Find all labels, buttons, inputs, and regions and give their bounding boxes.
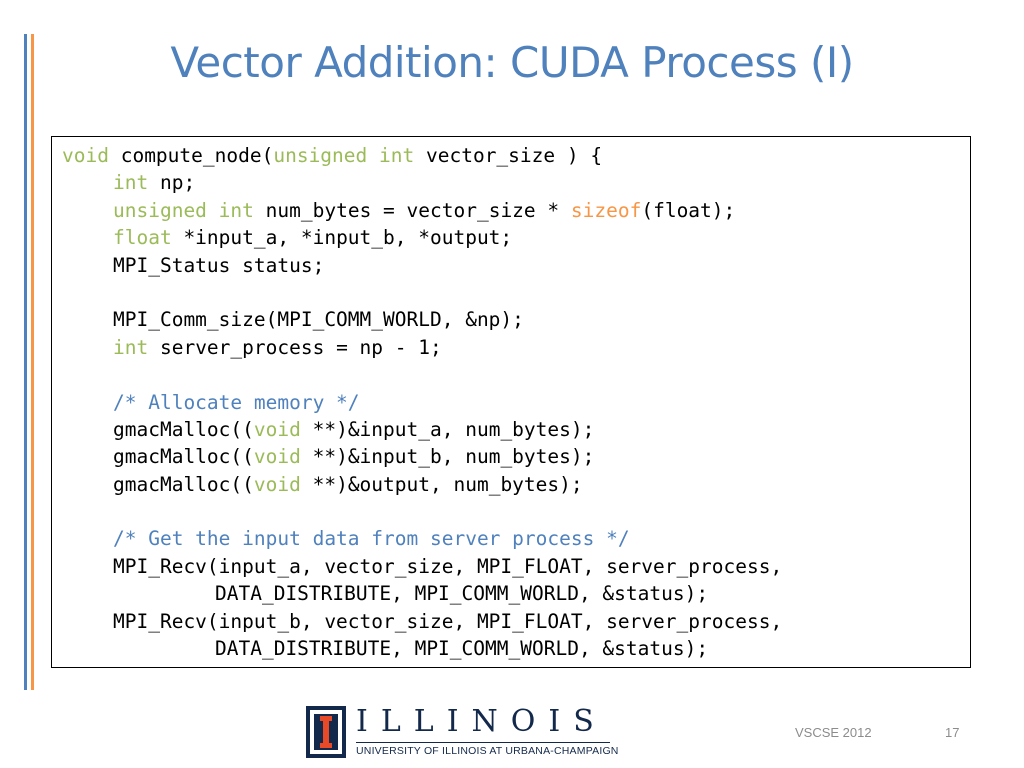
code-keyword: unsigned [273,144,368,167]
code-text: MPI_Comm_size(MPI_COMM_WORLD, &np); [113,308,524,332]
footer-event: VSCSE 2012 [795,725,872,740]
code-line: DATA_DISTRIBUTE, MPI_COMM_WORLD, &status… [62,635,782,662]
code-line [62,498,782,525]
accent-bar-orange [31,34,34,690]
code-comment: /* Allocate memory */ [113,390,360,414]
code-lines: void compute_node(unsigned int vector_si… [62,142,782,662]
logo-subtitle: UNIVERSITY OF ILLINOIS AT URBANA-CHAMPAI… [356,745,619,757]
code-block: void compute_node(unsigned int vector_si… [51,136,971,668]
code-line: MPI_Comm_size(MPI_COMM_WORLD, &np); [62,306,782,333]
page-number: 17 [945,725,960,740]
code-text: np; [148,171,196,195]
code-text: compute_node( [108,144,274,167]
logo-divider [356,742,610,743]
code-builtin: sizeof [570,198,642,222]
code-text: server_process = np - 1; [148,335,442,359]
code-line: gmacMalloc((void **)&output, num_bytes); [62,471,782,498]
code-text: **)&input_b, num_bytes); [300,445,595,469]
code-line: float *input_a, *input_b, *output; [62,224,782,251]
code-text: gmacMalloc(( [113,417,254,441]
code-keyword: int [379,144,415,167]
code-keyword: void [253,445,301,469]
code-keyword: void [62,144,109,167]
code-text: gmacMalloc(( [113,445,254,469]
code-text: num_bytes = vector_size * [253,198,571,222]
code-line: MPI_Recv(input_a, vector_size, MPI_FLOAT… [62,553,782,580]
code-text [207,199,219,222]
code-text: DATA_DISTRIBUTE, MPI_COMM_WORLD, &status… [215,582,709,606]
code-line: MPI_Status status; [62,252,782,279]
code-text: **)&output, num_bytes); [300,472,583,496]
code-keyword: unsigned [113,198,207,222]
illinois-logo: ILLINOIS UNIVERSITY OF ILLINOIS AT URBAN… [306,704,618,758]
code-line [62,361,782,388]
code-text: **)&input_a, num_bytes); [300,417,595,441]
code-line: unsigned int num_bytes = vector_size * s… [62,197,782,224]
illinois-block-i-icon [306,706,346,758]
code-comment: /* Get the input data from server proces… [113,527,630,551]
code-line: gmacMalloc((void **)&input_b, num_bytes)… [62,443,782,470]
logo-wordmark: ILLINOIS [356,704,607,739]
code-line: gmacMalloc((void **)&input_a, num_bytes)… [62,416,782,443]
code-keyword: float [113,226,172,250]
code-text [367,144,379,167]
code-line: void compute_node(unsigned int vector_si… [62,142,782,169]
code-text: gmacMalloc(( [113,472,254,496]
code-text: vector_size ) { [414,144,603,167]
code-keyword: int [218,198,254,222]
code-keyword: int [113,171,149,195]
code-text: MPI_Recv(input_b, vector_size, MPI_FLOAT… [113,609,783,633]
code-keyword: void [253,417,301,441]
code-keyword: int [113,335,149,359]
code-text: MPI_Status status; [113,253,325,277]
code-line: /* Get the input data from server proces… [62,525,782,552]
code-line: int server_process = np - 1; [62,334,782,361]
code-text: *input_a, *input_b, *output; [171,226,513,250]
code-text: (float); [641,198,736,222]
code-line: int np; [62,169,782,196]
accent-bar-blue [24,34,27,690]
code-line: DATA_DISTRIBUTE, MPI_COMM_WORLD, &status… [62,580,782,607]
slide-title: Vector Addition: CUDA Process (I) [170,38,854,87]
code-line: MPI_Recv(input_b, vector_size, MPI_FLOAT… [62,608,782,635]
code-text: DATA_DISTRIBUTE, MPI_COMM_WORLD, &status… [215,637,709,661]
code-keyword: void [253,472,301,496]
code-text: MPI_Recv(input_a, vector_size, MPI_FLOAT… [113,554,783,578]
code-line: /* Allocate memory */ [62,389,782,416]
code-line [62,279,782,306]
